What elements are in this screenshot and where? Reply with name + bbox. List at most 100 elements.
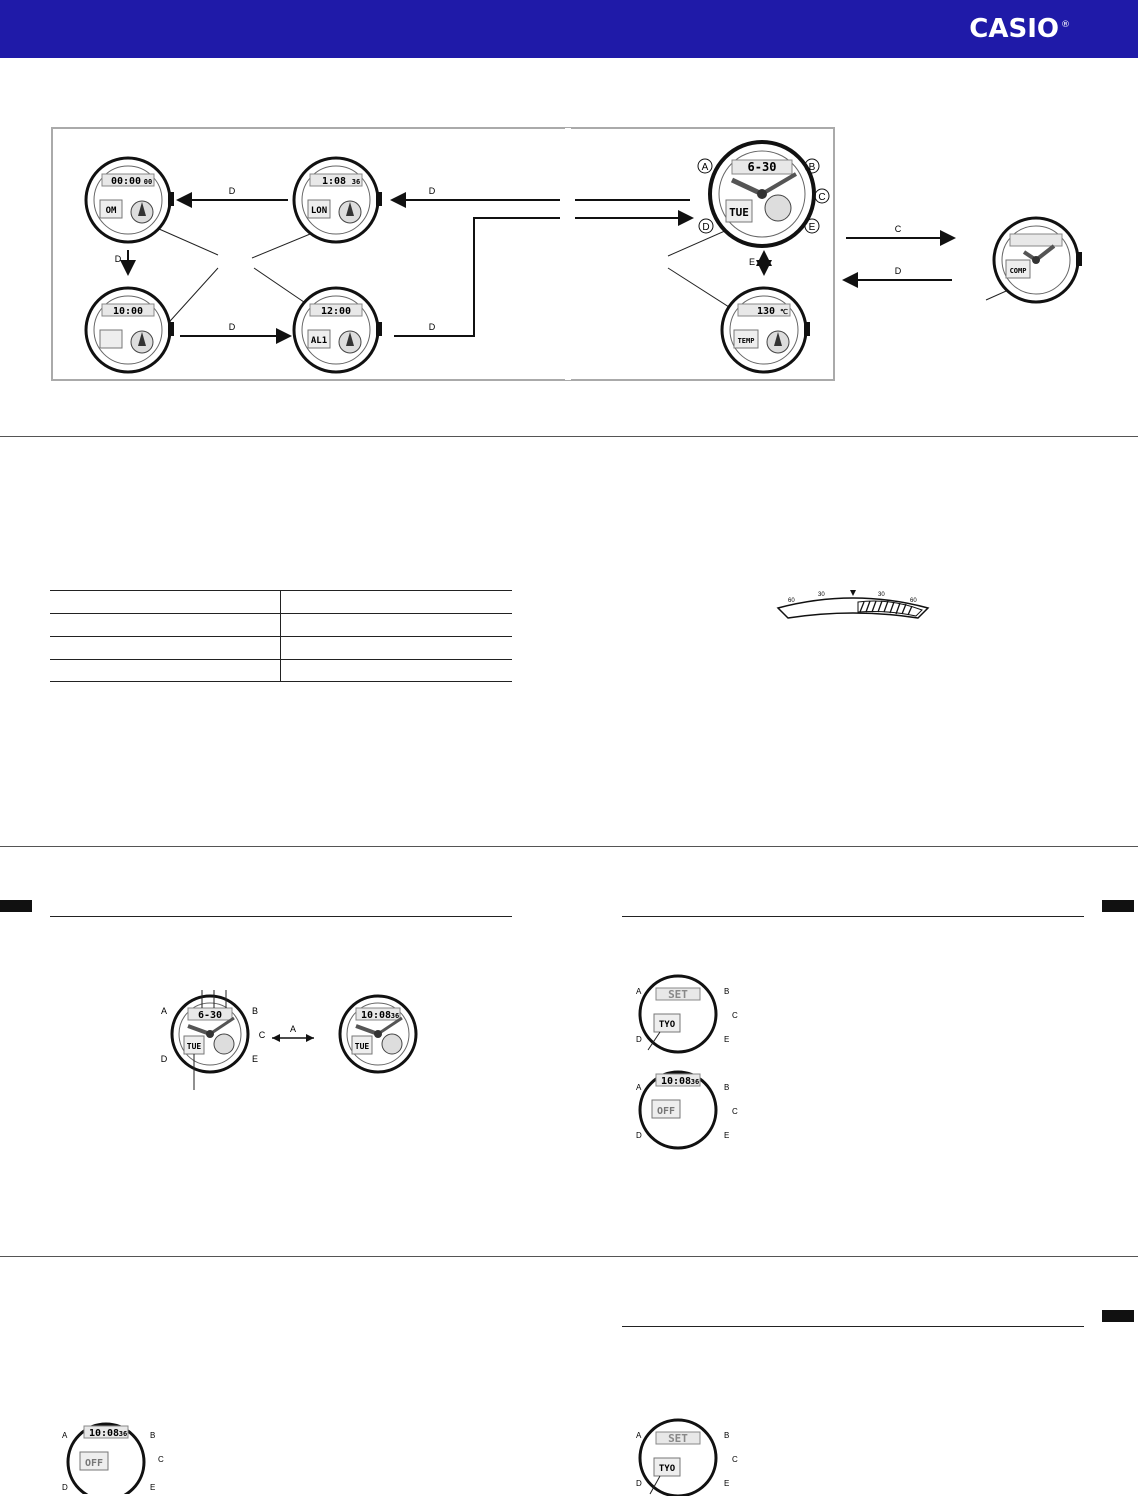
watch-timer: 10:00 (84, 286, 174, 374)
button-label-d: D (636, 1035, 642, 1044)
arrow-label-d3: D (115, 254, 122, 264)
header-bar: CASIO® (0, 0, 1138, 58)
lcd-bottom: OFF (85, 1458, 103, 1469)
arrow-label-d1: D (229, 186, 236, 196)
button-label-d: D (62, 1483, 68, 1492)
section-rule-right (622, 916, 1084, 917)
lcd-bottom: OFF (657, 1106, 675, 1117)
button-label-b: B (150, 1431, 155, 1440)
casio-logo: CASIO® (969, 14, 1070, 44)
button-label-a: A (161, 1006, 167, 1016)
lcd-bottom: LON (311, 206, 327, 216)
bottom-illustration-right: SET TYO A B C D E (636, 1418, 738, 1496)
scale-label-right: 60 (910, 598, 917, 604)
page-tab-right (1102, 900, 1134, 912)
button-label-c: C (259, 1030, 266, 1040)
watch-compass: COMP (992, 216, 1082, 304)
watch-thermometer: 130 ℃ TEMP (720, 286, 810, 374)
table-rule-5 (50, 681, 512, 682)
lcd-top-small: 00 (144, 178, 152, 186)
lcd-top: 130 (757, 306, 775, 317)
button-label-e: E (150, 1483, 155, 1492)
section-divider-1 (0, 436, 1138, 437)
button-label-c-2: C (732, 1107, 738, 1116)
button-label-a: A (636, 987, 642, 996)
button-label-c: C (818, 192, 825, 203)
page-tab-bottom (1102, 1310, 1134, 1322)
button-label-a: A (636, 1431, 642, 1440)
thermometer-scale: 60 30 30 60 (776, 590, 930, 619)
table-column-divider (280, 590, 281, 681)
watch-stopwatch: 00:00 00 OM (84, 156, 174, 244)
button-label-e: E (724, 1035, 729, 1044)
button-label-a: A (702, 162, 709, 173)
scale-label-mid-left: 30 (818, 592, 825, 598)
button-label-a-2: A (636, 1083, 642, 1092)
button-label-a: A (62, 1431, 68, 1440)
arrow-label-c: C (895, 224, 902, 234)
section-divider-2 (0, 846, 1138, 847)
button-label-c: C (732, 1455, 738, 1464)
section-rule-bottom (622, 1326, 1084, 1327)
arrow-label-d4: D (229, 322, 236, 332)
scale-label-mid-right: 30 (878, 592, 885, 598)
button-label-e-2: E (724, 1131, 729, 1140)
lcd-top: 6-30 (748, 160, 777, 174)
arrow-label-d2: D (429, 186, 436, 196)
watch-worldtime: 1:08 36 LON (292, 156, 382, 244)
button-label-c: C (732, 1011, 738, 1020)
lcd-bottom: TUE (729, 206, 749, 219)
lcd-top: 10:08 (661, 1076, 691, 1087)
scale-label-left: 60 (788, 598, 795, 604)
arrow-label-e: E (749, 257, 755, 267)
arrow-label-d5: D (429, 322, 436, 332)
table-rule-2 (50, 613, 512, 614)
timekeeping-illustration: 6-30 TUE A B C D E A 10:08 36 TUE (161, 990, 418, 1090)
button-label-d: D (702, 222, 709, 233)
button-label-e: E (252, 1054, 258, 1064)
lcd-bottom: COMP (1010, 267, 1027, 275)
lcd-top: 12:00 (321, 306, 351, 317)
button-label-d: D (161, 1054, 168, 1064)
arrow-label-d-back: D (895, 266, 902, 276)
button-label-c: C (158, 1455, 164, 1464)
arrow-label-a: A (290, 1024, 296, 1034)
button-label-b-2: B (724, 1083, 729, 1092)
lcd-bottom: OM (106, 206, 117, 216)
lcd-top-small: 36 (691, 1078, 699, 1086)
lcd-bottom: AL1 (311, 336, 327, 346)
page-tab-left (0, 900, 32, 912)
mode-diagram: D D D D D C D E 00:00 00 OM 1:08 36 LON (51, 127, 1082, 381)
lcd-top: 10:00 (113, 306, 143, 317)
lcd-top: SET (668, 1432, 688, 1445)
button-label-b: B (724, 1431, 729, 1440)
setting-illustration-1: SET TYO 10:08 36 OFF A B C D E A B C D E (636, 974, 738, 1150)
lcd-bottom: TUE (187, 1042, 202, 1051)
section-rule-left (50, 916, 512, 917)
section-divider-3 (0, 1256, 1138, 1257)
button-label-b: B (809, 162, 816, 173)
lcd-bottom: TYO (659, 1464, 676, 1474)
table-rule-1 (50, 590, 512, 591)
button-label-d: D (636, 1479, 642, 1488)
watch-timekeeping: 6-30 TUE (708, 140, 816, 248)
lcd-top: 10:08 (361, 1010, 391, 1021)
table-rule-4 (50, 659, 512, 660)
watch-alarm: 12:00 AL1 (292, 286, 382, 374)
lcd-bottom: TYO (659, 1020, 676, 1030)
button-label-e: E (724, 1479, 729, 1488)
lcd-top: SET (668, 988, 688, 1001)
lcd-top-small: ℃ (780, 308, 788, 316)
lcd-top: 6-30 (198, 1010, 222, 1021)
lcd-top: 1:08 (322, 176, 346, 187)
lcd-top: 10:08 (89, 1428, 119, 1439)
button-label-e: E (809, 222, 816, 233)
button-label-b: B (724, 987, 729, 996)
lcd-bottom: TUE (355, 1042, 370, 1051)
lcd-top-small: 36 (352, 178, 360, 186)
button-label-d-2: D (636, 1131, 642, 1140)
button-label-b: B (252, 1006, 258, 1016)
lcd-top: 00:00 (111, 176, 141, 187)
lcd-bottom: TEMP (738, 337, 755, 345)
lcd-top-small: 36 (391, 1012, 399, 1020)
